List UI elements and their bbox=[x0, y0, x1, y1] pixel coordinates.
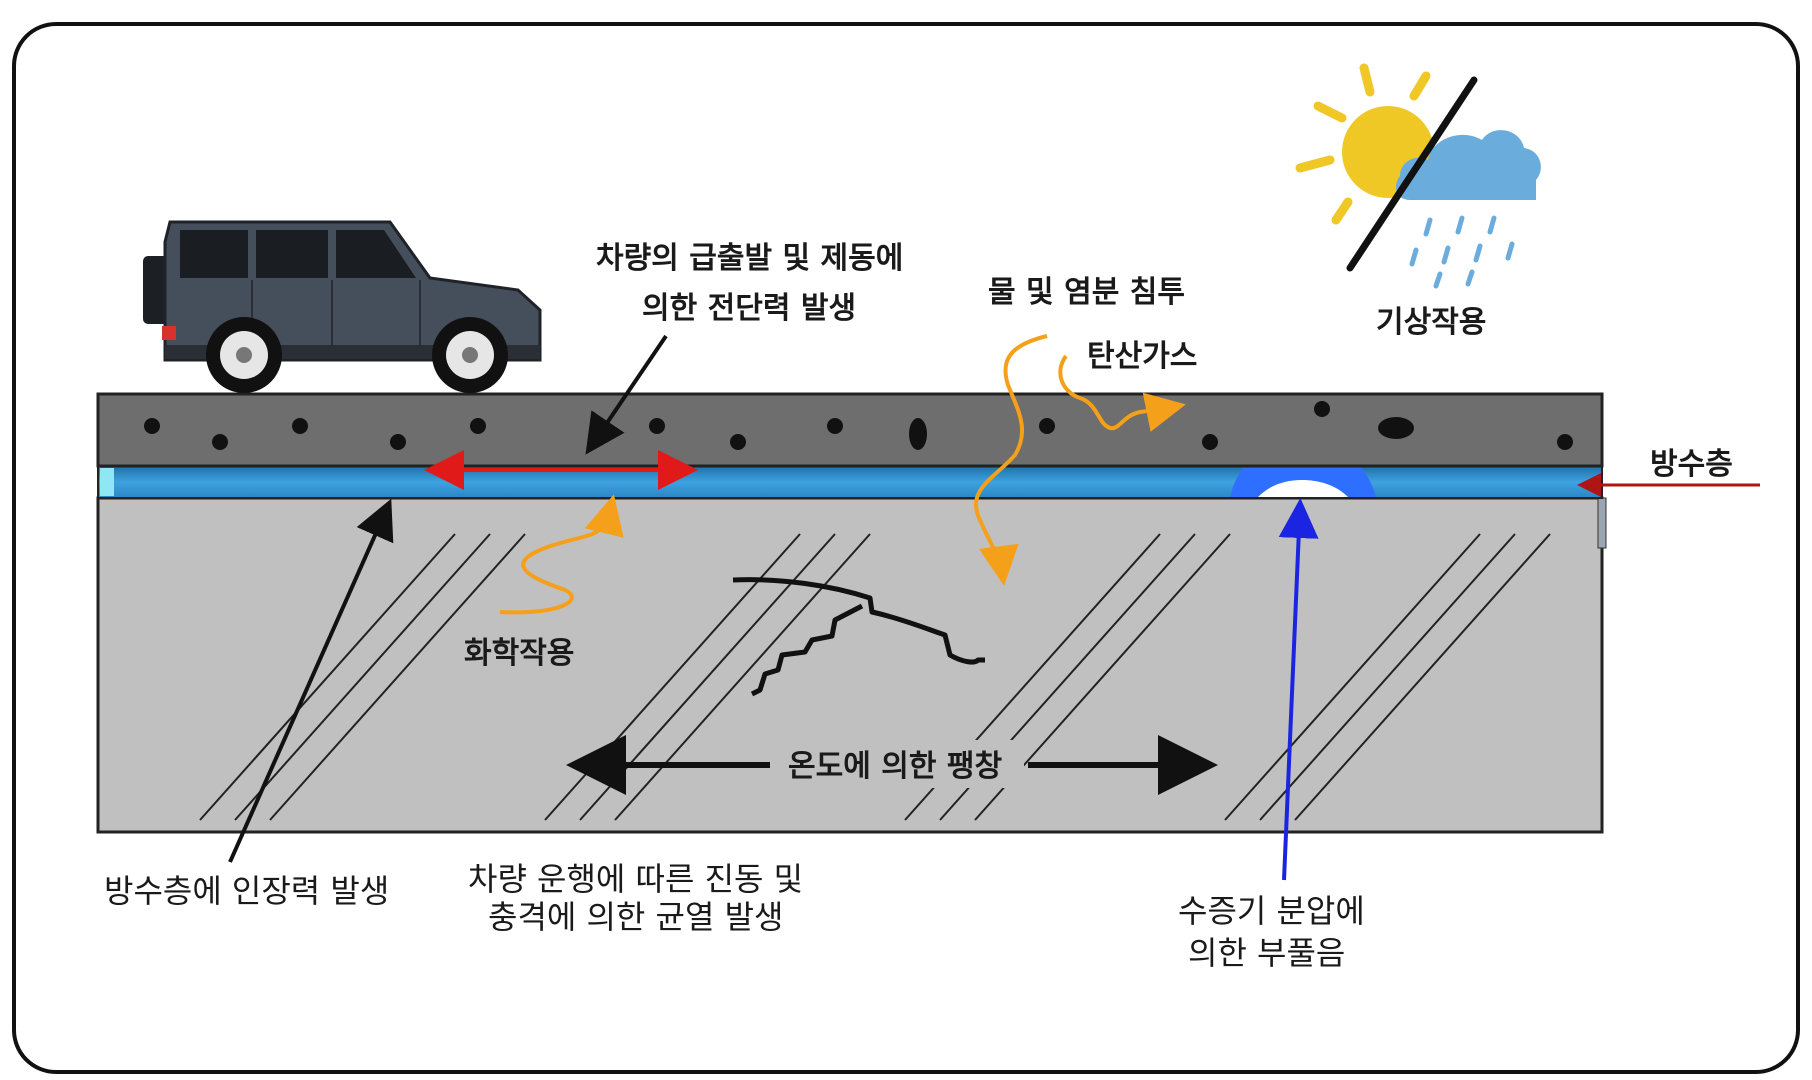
label-tension: 방수층에 인장력 발생 bbox=[104, 872, 389, 910]
car-icon bbox=[143, 220, 542, 393]
label-chemical: 화학작용 bbox=[464, 636, 574, 671]
label-thermal: 온도에 의한 팽창 bbox=[788, 749, 1002, 784]
label-carbonation: 탄산가스 bbox=[1087, 339, 1197, 374]
label-weathering: 기상작용 bbox=[1376, 305, 1486, 340]
label-shear-line1: 차량의 급출발 및 제동에 bbox=[596, 241, 903, 276]
label-water-salt: 물 및 염분 침투 bbox=[988, 275, 1185, 310]
aggregate-dots bbox=[144, 401, 1573, 450]
label-waterproof-layer: 방수층 bbox=[1650, 447, 1733, 482]
label-vapor-line2: 의한 부풀음 bbox=[1188, 934, 1345, 972]
label-vapor-line1: 수증기 분압에 bbox=[1178, 892, 1365, 930]
water-salt-wavy-arrow bbox=[973, 334, 1048, 586]
chemical-wavy-arrow bbox=[499, 494, 624, 615]
asphalt-layer bbox=[96, 392, 1604, 468]
shear-pointer-arrow bbox=[585, 334, 668, 455]
slab-edge-strip bbox=[1597, 497, 1607, 549]
label-vibration-line2: 충격에 의한 균열 발생 bbox=[488, 898, 783, 936]
rain-cloud-icon bbox=[1346, 76, 1541, 289]
carbonation-wavy-arrow bbox=[1058, 354, 1186, 432]
tension-arrow bbox=[228, 498, 394, 863]
waterproof-layer-left-cap bbox=[100, 468, 114, 496]
jagged-crack bbox=[732, 577, 985, 697]
label-vibration-line1: 차량 운행에 따른 진동 및 bbox=[468, 860, 803, 898]
waterproof-layer bbox=[97, 465, 1603, 499]
vapor-pressure-arrow bbox=[1278, 498, 1319, 881]
vapor-blister-void bbox=[1258, 480, 1348, 497]
thermal-label-bg bbox=[776, 740, 1024, 788]
label-shear-line2: 의한 전단력 발생 bbox=[642, 291, 856, 326]
